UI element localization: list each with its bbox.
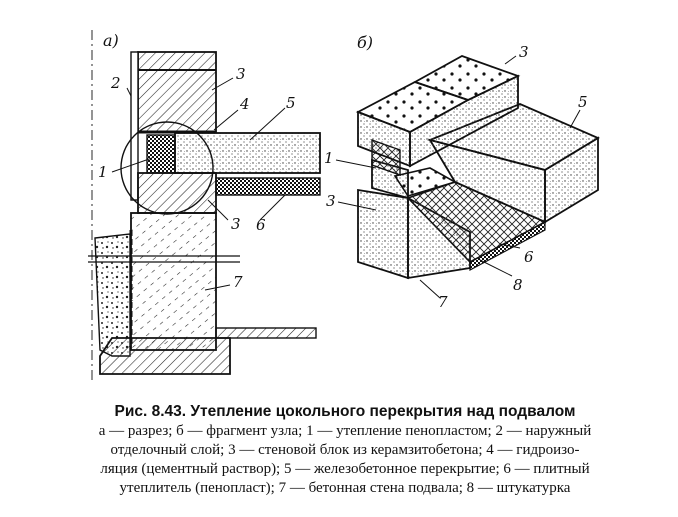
foam-insulation <box>146 134 176 174</box>
leader-b-3-left <box>337 201 377 211</box>
leader-b-1 <box>335 159 377 169</box>
caption-title: Рис. 8.43. Утепление цокольного перекрыт… <box>114 403 576 420</box>
label-b-3-top: 3 <box>519 43 529 61</box>
wall-block-3-side <box>409 74 519 168</box>
rc-slab-front <box>428 138 546 224</box>
leader-b-3-top <box>504 55 517 65</box>
leader-b-5 <box>569 109 581 129</box>
leader-3-bottom <box>207 199 229 221</box>
label-b-1: 1 <box>324 149 334 167</box>
caption-line-2: отделочный слой; 3 — стеновой блок из ке… <box>110 442 580 458</box>
leader-7 <box>204 284 231 291</box>
wall-block-lower <box>137 172 217 214</box>
leader-2 <box>126 87 132 97</box>
figure-caption: Рис. 8.43. Утепление цокольного перекрыт… <box>40 402 650 498</box>
subfigure-a-label: а) <box>103 31 119 50</box>
subfigure-b-label: б) <box>357 33 373 52</box>
label-b-8: 8 <box>513 276 523 294</box>
label-b-5: 5 <box>578 93 588 111</box>
footing <box>99 337 231 375</box>
label-b-7: 7 <box>438 293 448 311</box>
leader-1 <box>111 157 153 173</box>
leader-5 <box>249 107 286 141</box>
label-6: 6 <box>256 216 266 234</box>
leader-4 <box>213 109 239 131</box>
label-7: 7 <box>233 273 243 291</box>
label-5: 5 <box>286 94 296 112</box>
slab-insulation <box>215 177 321 196</box>
caption-line-1: а — разрез; б — фрагмент узла; 1 — утепл… <box>98 423 592 439</box>
leader-3-top <box>211 77 234 91</box>
basement-floor <box>215 327 317 339</box>
wall-block-upper <box>137 51 217 133</box>
leader-b-7 <box>419 279 441 299</box>
rc-slab <box>174 132 321 174</box>
label-b-3-left: 3 <box>326 192 336 210</box>
leader-b-8 <box>479 259 513 277</box>
label-b-6: 6 <box>524 248 534 266</box>
basement-wall <box>130 212 217 351</box>
basement-wall-front <box>357 188 409 280</box>
caption-line-4: утеплитель (пенопласт); 7 — бетонная сте… <box>119 480 571 496</box>
label-1: 1 <box>98 163 108 181</box>
label-3-top: 3 <box>236 65 246 83</box>
construction-diagram: а) 2 3 4 5 1 3 6 7 <box>88 30 600 380</box>
leader-6 <box>259 194 286 221</box>
label-2: 2 <box>110 74 121 92</box>
caption-line-3: ляция (цементный раствор); 5 — железобет… <box>100 461 590 477</box>
leader-b-6 <box>499 243 521 249</box>
section-a: а) 2 3 4 5 1 3 6 7 <box>88 30 321 380</box>
label-3-bottom: 3 <box>231 215 241 233</box>
label-4: 4 <box>239 95 250 113</box>
section-b: б) 3 5 1 3 6 8 7 <box>324 33 600 311</box>
outer-finishing-layer <box>130 51 139 201</box>
